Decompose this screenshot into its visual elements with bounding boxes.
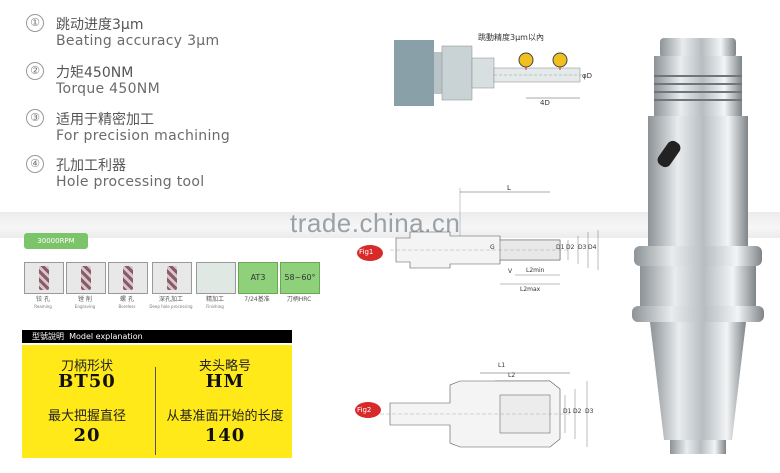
- tile-at3: AT3: [238, 262, 278, 294]
- tile-reaming: [24, 262, 64, 294]
- tool-holder-illustration: [632, 38, 764, 454]
- runout-title: 跳動精度3μm以內: [478, 33, 544, 42]
- runout-diagram: [394, 40, 585, 106]
- fig2-dim-l1: L1: [498, 362, 506, 369]
- length-label: 从基准面开始的长度: [166, 409, 284, 424]
- tile-engraving: [66, 262, 106, 294]
- fig1-tag: Fig1: [359, 248, 374, 256]
- feature-number: ②: [26, 62, 44, 80]
- feature-zh: 跳动进度3μm: [56, 17, 144, 33]
- fig2-tag: Fig2: [357, 406, 372, 414]
- feature-number: ④: [26, 155, 44, 173]
- feature-number: ①: [26, 14, 44, 32]
- fig1-dim-l2max: L2max: [520, 286, 541, 293]
- fig1-dim-d4: D4: [588, 244, 597, 251]
- length-value: 140: [204, 425, 246, 446]
- grip-value: 20: [73, 425, 101, 446]
- model-header: 型號說明 Model explanation: [22, 330, 292, 343]
- fig1-drawing: [357, 188, 599, 285]
- chuck-label: 夹头略号: [198, 359, 251, 374]
- chuck-value: HM: [205, 371, 245, 392]
- feature-zh: 孔加工利器: [56, 158, 126, 174]
- shank-value: BT50: [58, 371, 116, 392]
- rpm-tag: 30000RPM: [24, 233, 88, 249]
- feature-en: For precision machining: [56, 128, 231, 144]
- tile-finishing: [196, 262, 236, 294]
- model-box: 刀柄形状 BT50 最大把握直径 20 夹头略号 HM 从基准面开始的长度 14…: [22, 345, 292, 458]
- fig1-dim-l: L: [507, 184, 511, 192]
- tap-icon: [123, 266, 133, 290]
- deep-drill-icon: [167, 266, 177, 290]
- dim-4d: 4D: [540, 99, 550, 107]
- fig1-dim-l2min: L2min: [526, 267, 545, 274]
- grip-label: 最大把握直径: [47, 409, 126, 424]
- fig2-drawing: [355, 372, 588, 448]
- feature-en: Beating accuracy 3μm: [56, 33, 220, 49]
- drill-icon: [81, 266, 91, 290]
- model-divider: [155, 367, 156, 455]
- fig1-dim-d3: D3: [578, 244, 587, 251]
- fig2-dim-d1: D1: [563, 408, 572, 415]
- fig1-dim-g: G: [490, 244, 495, 251]
- feature-en: Torque 450NM: [56, 81, 160, 97]
- fig2-dim-l2: L2: [508, 372, 516, 379]
- feature-zh: 适用于精密加工: [56, 112, 154, 128]
- feature-number: ③: [26, 109, 44, 127]
- fig1-dim-d2: D2: [566, 244, 575, 251]
- shank-label: 刀柄形状: [60, 359, 113, 374]
- feature-en: Hole processing tool: [56, 174, 205, 190]
- fig1-dim-d1: D1: [556, 244, 565, 251]
- feature-zh: 力矩450NM: [56, 65, 134, 81]
- fig1-dim-v: V: [508, 268, 513, 275]
- tile-boreless: [108, 262, 148, 294]
- fig2-dim-d2: D2: [573, 408, 582, 415]
- dim-phi-d: φD: [582, 72, 593, 80]
- reamer-icon: [39, 266, 49, 290]
- fig2-dim-d3: D3: [585, 408, 594, 415]
- tile-deep-hole: [152, 262, 192, 294]
- tile-label: 刀柄HRC: [286, 296, 312, 303]
- tile-label: 7/24基准: [244, 296, 270, 303]
- model-explanation: 型號說明 Model explanation 刀柄形状 BT50 最大把握直径 …: [22, 330, 292, 458]
- tile-hrc: 58~60°: [280, 262, 320, 294]
